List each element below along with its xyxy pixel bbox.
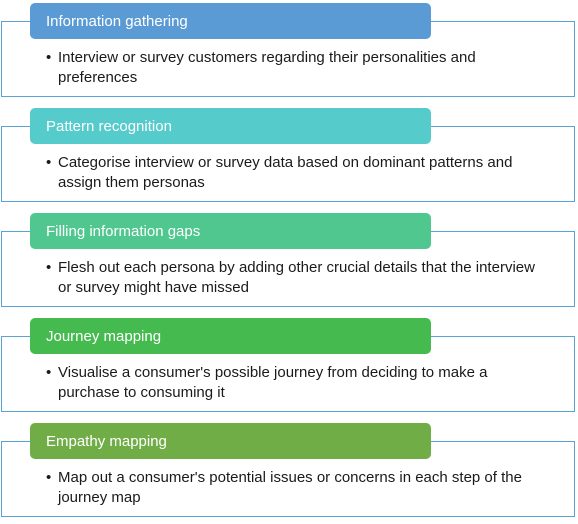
- step-title: Pattern recognition: [30, 108, 431, 144]
- step-information-gathering: • Interview or survey customers regardin…: [0, 0, 578, 104]
- step-description: Visualise a consumer's possible journey …: [58, 364, 488, 401]
- step-title-text: Journey mapping: [46, 327, 162, 345]
- step-filling-information-gaps: • Flesh out each persona by adding other…: [0, 210, 578, 314]
- bullet-icon: •: [46, 154, 52, 171]
- step-description: Categorise interview or survey data base…: [58, 154, 513, 191]
- step-title: Empathy mapping: [30, 423, 431, 459]
- step-empathy-mapping: • Map out a consumer's potential issues …: [0, 420, 578, 524]
- step-bullet: • Map out a consumer's potential issues …: [46, 468, 546, 507]
- bullet-icon: •: [46, 49, 52, 66]
- step-bullet: • Flesh out each persona by adding other…: [46, 258, 546, 297]
- step-description: Interview or survey customers regarding …: [58, 49, 476, 86]
- bullet-icon: •: [46, 469, 52, 486]
- bullet-icon: •: [46, 259, 52, 276]
- step-title: Filling information gaps: [30, 213, 431, 249]
- step-title: Journey mapping: [30, 318, 431, 354]
- step-description: Map out a consumer's potential issues or…: [58, 469, 522, 506]
- step-title-text: Empathy mapping: [46, 432, 167, 450]
- step-pattern-recognition: • Categorise interview or survey data ba…: [0, 105, 578, 209]
- step-description: Flesh out each persona by adding other c…: [58, 259, 535, 296]
- step-title-text: Pattern recognition: [46, 117, 172, 135]
- step-title: Information gathering: [30, 3, 431, 39]
- step-title-text: Information gathering: [46, 12, 188, 30]
- step-bullet: • Visualise a consumer's possible journe…: [46, 363, 546, 402]
- step-journey-mapping: • Visualise a consumer's possible journe…: [0, 315, 578, 419]
- bullet-icon: •: [46, 364, 52, 381]
- step-bullet: • Interview or survey customers regardin…: [46, 48, 546, 87]
- step-title-text: Filling information gaps: [46, 222, 201, 240]
- step-bullet: • Categorise interview or survey data ba…: [46, 153, 546, 192]
